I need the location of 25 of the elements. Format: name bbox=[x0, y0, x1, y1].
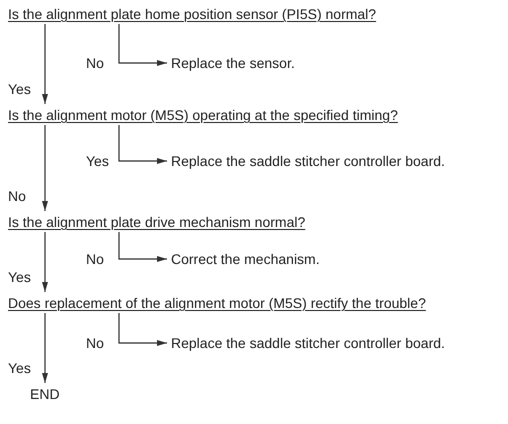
question-text: Is the alignment plate drive mechanism normal? bbox=[8, 214, 306, 230]
edge-label: Yes bbox=[86, 153, 109, 169]
edge-label: No bbox=[86, 251, 104, 267]
edge-label: No bbox=[86, 55, 104, 71]
edge-label: Yes bbox=[8, 360, 31, 376]
action-text: Replace the sensor. bbox=[171, 55, 295, 71]
action-text: Replace the saddle stitcher controller board. bbox=[171, 153, 445, 169]
question-text: Does replacement of the alignment motor (M5S) rectify the trouble? bbox=[8, 295, 426, 311]
arrow bbox=[118, 232, 167, 262]
arrow bbox=[118, 24, 167, 66]
end-text: END bbox=[30, 386, 60, 402]
question-text: Is the alignment plate home position sensor (PI5S) normal? bbox=[8, 6, 376, 22]
edge-label: No bbox=[86, 335, 104, 351]
action-text: Replace the saddle stitcher controller board. bbox=[171, 335, 445, 351]
question-text: Is the alignment motor (M5S) operating at the specified timing? bbox=[8, 107, 398, 123]
arrow bbox=[42, 232, 48, 292]
arrow bbox=[42, 125, 48, 211]
arrow bbox=[42, 313, 48, 383]
edge-label: Yes bbox=[8, 81, 31, 97]
edge-label: No bbox=[8, 188, 26, 204]
edge-label: Yes bbox=[8, 269, 31, 285]
action-text: Correct the mechanism. bbox=[171, 251, 320, 267]
arrow bbox=[42, 24, 48, 104]
arrow bbox=[118, 125, 167, 164]
arrow bbox=[118, 313, 167, 346]
